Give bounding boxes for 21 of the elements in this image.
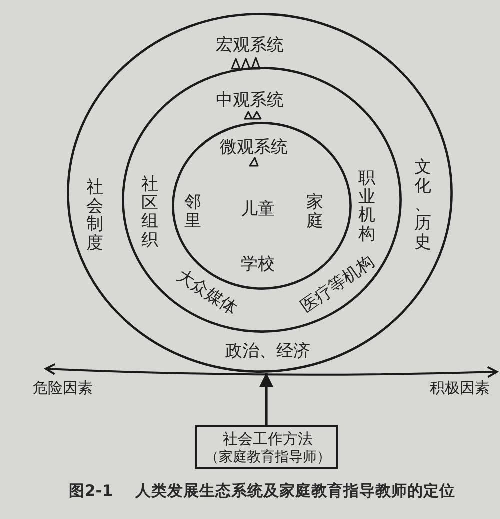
figure-caption: 图2-1 人类发展生态系统及家庭教育指导教师的定位 [69, 483, 456, 500]
system-title: 中观系统 [216, 92, 284, 110]
factor-label: 危险因素 [33, 380, 93, 396]
system-label: 邻里 [184, 193, 202, 231]
system-label: 学校 [241, 256, 275, 274]
arrow [260, 373, 274, 425]
method-box [195, 425, 338, 469]
system-label: 社会制度 [86, 178, 104, 254]
factor-label: 积极因素 [430, 380, 490, 396]
system-label: 政治、经济 [226, 342, 310, 362]
method-subtitle: （家庭教育指导师） [205, 450, 331, 466]
system-title: 宏观系统 [216, 36, 284, 56]
method-title: 社会工作方法 [223, 430, 313, 448]
system-label: 医疗等机构 [298, 252, 378, 318]
system-label: 职业机构 [358, 170, 376, 244]
system-label: 社区组织 [142, 176, 158, 250]
system-title: 微观系统 [220, 138, 288, 158]
system-label: 大众媒体 [173, 266, 241, 320]
system-label: 儿童 [241, 200, 275, 220]
system-label: 家庭 [306, 193, 324, 231]
system-label: 文化、历史 [414, 158, 432, 252]
